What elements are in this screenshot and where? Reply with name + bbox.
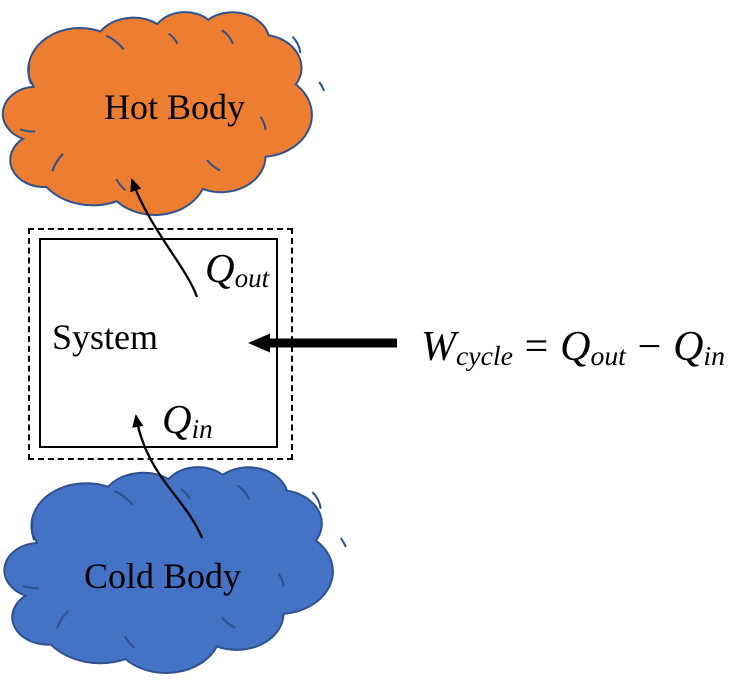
equation-equals-sign: =	[524, 324, 549, 370]
equation-qin-symbol: Q	[673, 324, 704, 370]
cold-body-label: Cold Body	[84, 556, 242, 596]
equation-qin-subscript: in	[703, 339, 725, 371]
equation-qout-subscript: out	[590, 339, 626, 371]
cold-body-cloud-outline-group	[4, 467, 345, 673]
q-out-label: Qout	[205, 248, 269, 292]
cloud-inner-hooks	[20, 30, 324, 190]
q-in-subscript: in	[191, 413, 213, 444]
q-in-symbol: Q	[162, 396, 192, 442]
equation-work-subscript: cycle	[456, 339, 513, 371]
cloud-shape	[3, 12, 312, 215]
cold-body-cloud	[12, 467, 333, 673]
q-out-symbol: Q	[205, 245, 235, 291]
equation-minus-sign: −	[637, 324, 662, 370]
equation-qout-symbol: Q	[560, 324, 591, 370]
hot-body-cloud-outline-group	[3, 12, 324, 215]
hot-body-cloud	[10, 12, 312, 215]
work-equation: Wcycle=Qout−Qin	[421, 326, 725, 370]
hot-body-label: Hot Body	[104, 87, 246, 127]
q-in-label: Qin	[162, 399, 213, 443]
equation-work-symbol: W	[421, 324, 456, 370]
system-label: System	[52, 317, 159, 357]
q-out-subscript: out	[234, 262, 270, 293]
